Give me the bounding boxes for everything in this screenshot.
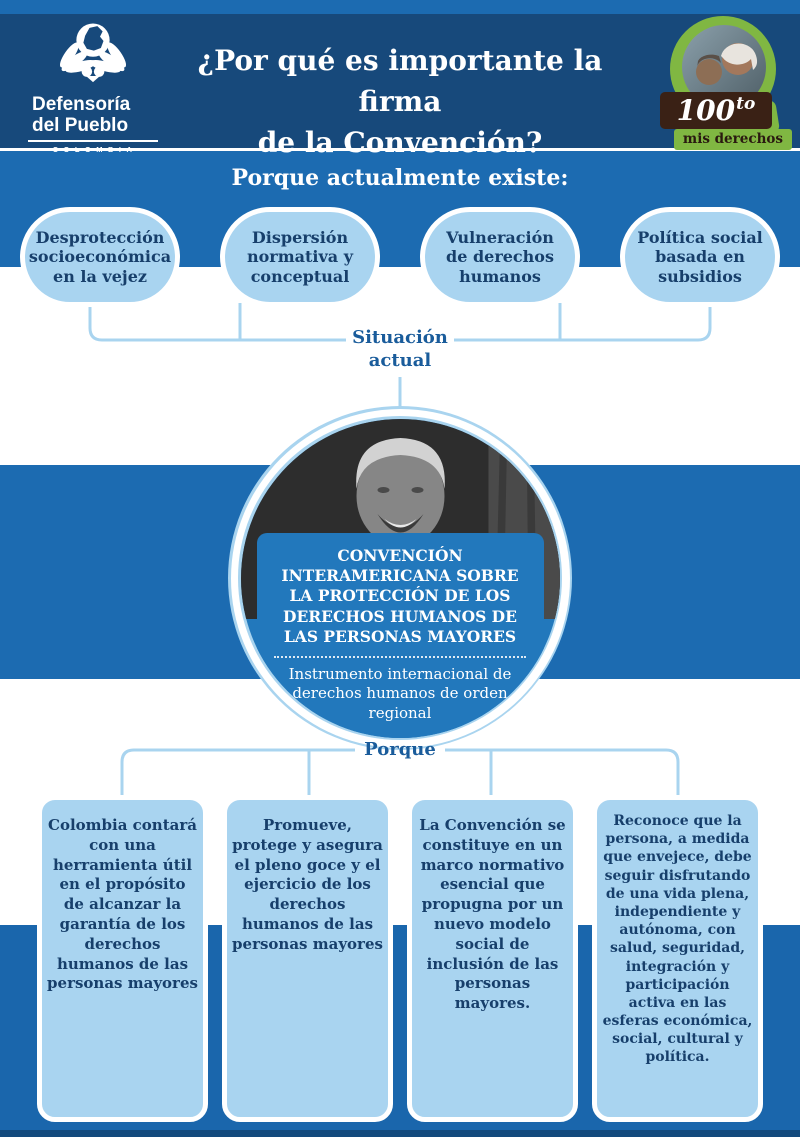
situacion-line2: actual	[368, 350, 432, 371]
logo-name: Defensoría del Pueblo	[22, 94, 164, 136]
current-band-title: Porque actualmente existe:	[231, 165, 569, 191]
dotted-divider	[273, 655, 527, 658]
circle-content: CONVENCIÓN INTERAMERICANA SOBRE LA PROTE…	[240, 418, 560, 738]
badge-100to-box: 100 to	[660, 92, 772, 129]
bubble-desproteccion: Desprotección socioeconómica en la vejez	[20, 207, 180, 307]
convention-subtitle: Instrumento internacional de derechos hu…	[288, 664, 512, 722]
badge-mis-derechos-label: mis derechos	[673, 129, 792, 150]
situacion-line1: Situación	[352, 327, 448, 348]
convention-circle: CONVENCIÓN INTERAMERICANA SOBRE LA PROTE…	[228, 406, 572, 750]
badge-suffix: to	[736, 94, 756, 114]
logo-divider	[28, 140, 158, 143]
porque-label: Porque	[364, 739, 436, 760]
bubble-politica-social: Política social basada en subsidios	[620, 207, 780, 307]
page-title-line2: de la Convención?	[257, 126, 543, 159]
convention-text-box: CONVENCIÓN INTERAMERICANA SOBRE LA PROTE…	[256, 532, 544, 738]
logo-country: COLOMBIA	[52, 145, 138, 155]
problem-bubbles-row: Desprotección socioeconómica en la vejez…	[0, 207, 800, 307]
benefit-box-marco-normativo: La Convención se constituye en un marco …	[407, 795, 578, 1122]
benefit-box-herramienta: Colombia contará con una herramienta úti…	[37, 795, 208, 1122]
bubble-vulneracion: Vulneración de derechos humanos	[420, 207, 580, 307]
page-title: ¿Por qué es importante la firma de la Co…	[160, 40, 640, 163]
top-accent-strip	[0, 0, 800, 14]
campaign-badge-100to: 100 to mis derechos	[654, 16, 794, 150]
logo-name-line1: Defensoría	[32, 94, 131, 115]
situacion-actual-label: Situación actual	[0, 326, 800, 372]
badge-number: 100	[676, 93, 736, 127]
header: Defensoría del Pueblo COLOMBIA ¿Por qué …	[0, 14, 800, 159]
defensoria-logo: Defensoría del Pueblo COLOMBIA	[22, 20, 164, 154]
benefit-box-reconoce: Reconoce que la persona, a medida que en…	[592, 795, 763, 1122]
page-title-line1: ¿Por qué es importante la firma	[197, 44, 603, 118]
benefit-boxes-row: Colombia contará con una herramienta úti…	[0, 795, 800, 1122]
defensoria-emblem-icon	[34, 23, 152, 94]
bottom-accent-strip	[0, 1130, 800, 1137]
benefit-box-promueve: Promueve, protege y asegura el pleno goc…	[222, 795, 393, 1122]
logo-name-line2: del Pueblo	[32, 114, 129, 136]
bubble-dispersion: Dispersión normativa y conceptual	[220, 207, 380, 307]
convention-title: CONVENCIÓN INTERAMERICANA SOBRE LA PROTE…	[281, 545, 519, 647]
